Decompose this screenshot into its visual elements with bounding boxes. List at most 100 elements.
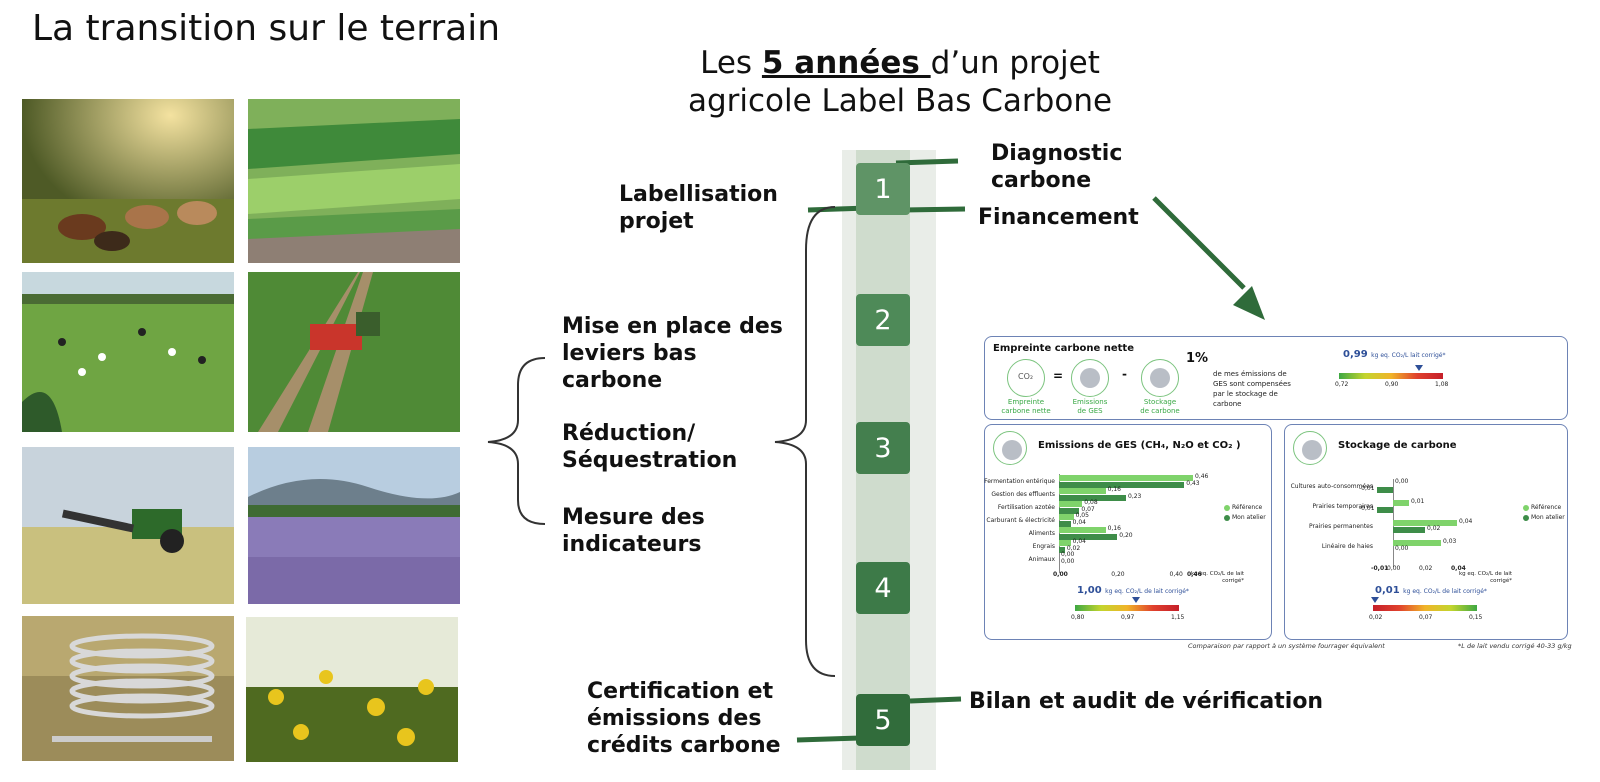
net-footprint-marker	[1415, 365, 1423, 371]
bar-reference	[1393, 500, 1409, 506]
timeline-title: Les 5 années d’un projet agricole Label …	[687, 45, 1113, 119]
bar-category-label: Cultures auto-consommées	[1290, 483, 1373, 490]
ges-gauge-max: 1,15	[1171, 614, 1185, 621]
axis-tick-label: 0,02	[1419, 565, 1433, 572]
bar-reference	[1059, 488, 1106, 494]
bar-value-label: 0,23	[1128, 493, 1142, 500]
timeline-step-1: 1	[856, 163, 910, 215]
offset-percent: 1%	[1186, 351, 1209, 366]
bar-reference	[1059, 540, 1071, 546]
bar-mon-atelier	[1059, 547, 1065, 553]
stock-gauge	[1373, 605, 1477, 611]
legend-mine-label: Mon atelier	[1531, 514, 1565, 521]
photo-pasture-cows	[22, 272, 234, 432]
legend-ref-label: Référence	[1232, 504, 1263, 511]
gauge-min: 0,72	[1335, 381, 1349, 388]
axis-tick-label: 0,46	[1187, 571, 1202, 578]
timeline-step-3: 3	[856, 422, 910, 474]
ges-gauge-marker	[1132, 597, 1140, 603]
timeline-step-4: 4	[856, 562, 910, 614]
panel-stockage-carbone: Stockage de carbone Cultures auto-consom…	[1284, 424, 1568, 640]
emissions-icon	[993, 431, 1027, 465]
axis-tick-label: 0,04	[1451, 565, 1466, 572]
panel-empreinte-title: Empreinte carbone nette	[993, 343, 1134, 354]
photo-tractor-field	[248, 272, 460, 432]
bar-value-label: 0,46	[1195, 473, 1209, 480]
axis-tick-label: 0,00	[1053, 571, 1068, 578]
stock-gauge-min: 0,02	[1369, 614, 1383, 621]
bar-mon-atelier	[1059, 534, 1118, 540]
bar-category-label: Carburant & électricité	[986, 517, 1055, 524]
bar-value-label: 0,00	[1395, 545, 1409, 552]
bar-value-label: -0,01	[1359, 505, 1375, 512]
net-footprint-gauge	[1339, 373, 1443, 379]
bar-value-label: 0,16	[1107, 525, 1121, 532]
net-footprint-value: 0,99 kg eq. CO₂/L lait corrigé*	[1343, 349, 1446, 360]
photo-metal-coil	[22, 616, 234, 761]
bar-category-label: Engrais	[1032, 543, 1055, 550]
bar-reference	[1059, 514, 1074, 520]
bar-reference	[1059, 501, 1083, 507]
stock-total-value: 0,01 kg eq. CO₂/L de lait corrigé*	[1375, 585, 1487, 596]
legend-ref-dot	[1224, 505, 1230, 511]
bar-value-label: 0,01	[1411, 498, 1425, 505]
photo-tractor-wheat	[22, 447, 234, 604]
stock-gauge-max: 0,15	[1469, 614, 1483, 621]
bar-category-label: Linéaire de haies	[1321, 543, 1373, 550]
bar-value-label: 0,43	[1186, 480, 1200, 487]
gauge-mid: 0,90	[1385, 381, 1399, 388]
ges-gauge-min: 0,80	[1071, 614, 1085, 621]
bar-reference	[1393, 520, 1457, 526]
label-bilan-audit: Bilan et audit de vérification	[969, 689, 1324, 714]
ges-gauge-mid: 0,97	[1121, 614, 1135, 621]
bar-category-label: Prairies permanentes	[1308, 523, 1373, 530]
photo-rapeseed-flowers	[246, 617, 458, 762]
bar-value-label: 0,02	[1066, 545, 1081, 552]
gauge-max: 1,08	[1435, 381, 1449, 388]
bar-value-label: 0,04	[1459, 518, 1473, 525]
bar-mon-atelier	[1059, 521, 1071, 527]
axis-tick-label: 0,20	[1111, 571, 1125, 578]
photo-phacelia-village	[248, 447, 460, 604]
bar-value-label: 0,07	[1081, 506, 1095, 513]
tree-icon	[1293, 431, 1327, 465]
legend-mine-label: Mon atelier	[1232, 514, 1266, 521]
bar-value-label: 0,16	[1107, 486, 1121, 493]
bar-category-label: Animaux	[1028, 556, 1055, 563]
bar-category-label: Fertilisation azotée	[997, 504, 1055, 511]
timeline-step-2: 2	[856, 294, 910, 346]
bar-mon-atelier	[1059, 495, 1126, 501]
axis-tick-label: 0,40	[1169, 571, 1183, 578]
bar-value-label: 0,08	[1084, 499, 1098, 506]
bar-value-label: 0,04	[1072, 519, 1086, 526]
bar-value-label: 0,02	[1427, 525, 1441, 532]
bar-category-label: Gestion des effluents	[991, 491, 1055, 498]
panel-stockage-title: Stockage de carbone	[1338, 440, 1457, 451]
footprint-icon: CO₂	[1007, 359, 1045, 397]
bar-mon-atelier	[1377, 507, 1393, 513]
stock-gauge-marker	[1371, 597, 1379, 603]
emissions-icon	[1071, 359, 1109, 397]
ges-total-value: 1,00 kg eq. CO₂/L de lait corrigé*	[1077, 585, 1189, 596]
axis-tick-label: -0,01	[1371, 565, 1389, 572]
legend-ref-dot	[1523, 505, 1529, 511]
bar-category-label: Aliments	[1028, 530, 1055, 537]
bar-mon-atelier	[1059, 508, 1080, 514]
bar-reference	[1059, 475, 1193, 481]
axis-tick-label: 0,00	[1387, 565, 1401, 572]
stock-gauge-mid: 0,07	[1419, 614, 1433, 621]
bar-value-label: -0,01	[1359, 485, 1375, 492]
photo-cows-sunset	[22, 99, 234, 263]
footnote-comparison: Comparaison par rapport à un système fou…	[1188, 642, 1385, 650]
bar-value-label: 0,00	[1061, 558, 1075, 565]
bar-category-label: Prairies temporaires	[1312, 503, 1373, 510]
